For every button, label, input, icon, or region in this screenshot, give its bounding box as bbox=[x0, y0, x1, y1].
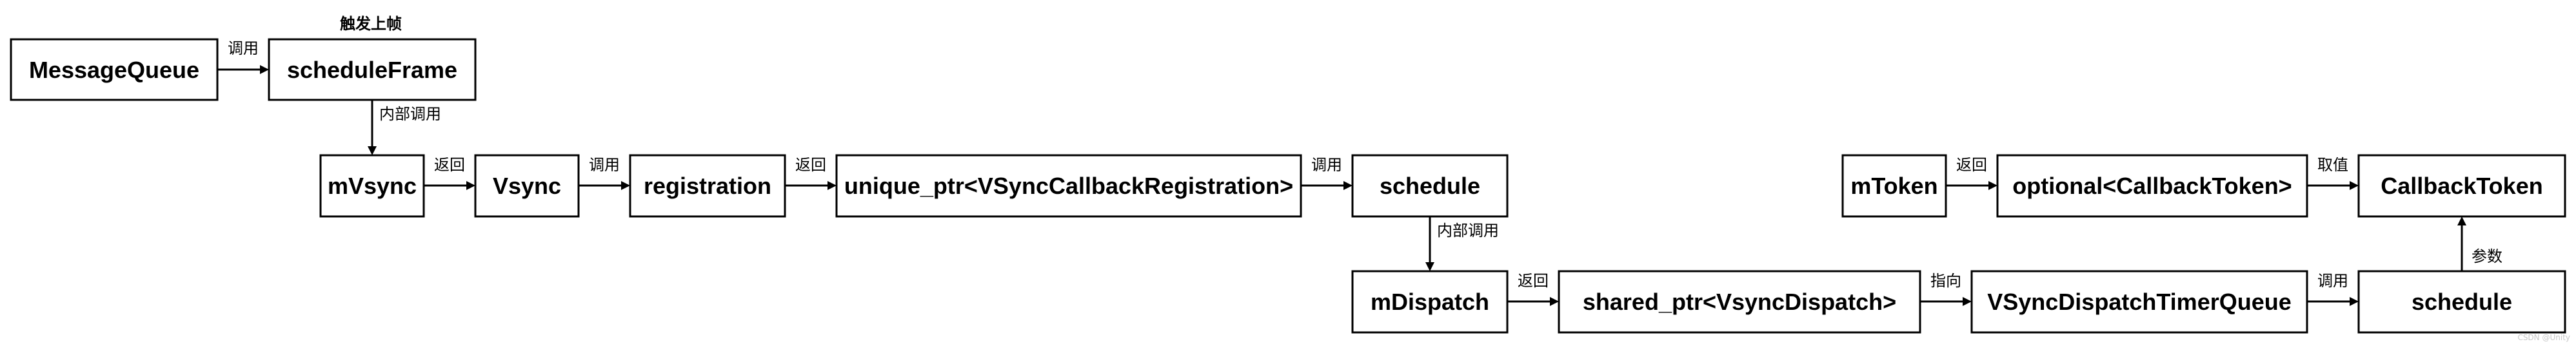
svg-text:Vsync: Vsync bbox=[493, 173, 561, 199]
edge-optional-callbacktoken bbox=[2307, 181, 2359, 190]
edge-uniqueptr-schedule bbox=[1301, 181, 1352, 190]
edge-label-points-to: 指向 bbox=[1930, 272, 1961, 290]
svg-text:scheduleFrame: scheduleFrame bbox=[287, 57, 457, 83]
edge-label-internal-call: 内部调用 bbox=[379, 105, 441, 123]
node-timer-queue: VSyncDispatchTimerQueue bbox=[1970, 270, 2308, 334]
svg-text:MessageQueue: MessageQueue bbox=[29, 57, 199, 83]
edge-mvsync-vsync bbox=[424, 181, 475, 190]
svg-text:shared_ptr<VsyncDispatch>: shared_ptr<VsyncDispatch> bbox=[1583, 289, 1896, 315]
node-schedule-bottom: schedule bbox=[2357, 270, 2566, 334]
edge-mdispatch-sharedptr bbox=[1507, 297, 1559, 306]
edge-schedule-callbacktoken bbox=[2457, 216, 2466, 271]
edge-label-call: 调用 bbox=[589, 156, 620, 174]
node-message-queue: MessageQueue bbox=[10, 38, 219, 101]
node-m-dispatch: mDispatch bbox=[1351, 270, 1509, 334]
svg-text:schedule: schedule bbox=[2412, 289, 2512, 315]
watermark: CSDN @Unity bbox=[2517, 333, 2570, 342]
node-callback-token: CallbackToken bbox=[2357, 154, 2566, 218]
node-optional-token: optional<CallbackToken> bbox=[1996, 154, 2308, 218]
edge-sharedptr-timerqueue bbox=[1920, 297, 1972, 306]
edge-mtoken-optional bbox=[1946, 181, 1997, 190]
edge-registration-uniqueptr bbox=[785, 181, 837, 190]
svg-text:schedule: schedule bbox=[1380, 173, 1480, 199]
node-schedule-frame: scheduleFrame bbox=[268, 38, 477, 101]
svg-text:VSyncDispatchTimerQueue: VSyncDispatchTimerQueue bbox=[1987, 289, 2292, 315]
edge-vsync-registration bbox=[579, 181, 630, 190]
edge-label-call: 调用 bbox=[2317, 272, 2348, 290]
node-vsync: Vsync bbox=[474, 154, 580, 218]
edge-label-param: 参数 bbox=[2472, 247, 2502, 265]
edge-schedule-mdispatch bbox=[1425, 216, 1434, 271]
edge-label-return: 返回 bbox=[1518, 272, 1549, 290]
svg-text:optional<CallbackToken>: optional<CallbackToken> bbox=[2012, 173, 2292, 199]
node-m-vsync: mVsync bbox=[319, 154, 425, 218]
svg-text:mToken: mToken bbox=[1850, 173, 1937, 199]
svg-text:mVsync: mVsync bbox=[328, 173, 417, 199]
node-registration: registration bbox=[629, 154, 786, 218]
edge-label-call: 调用 bbox=[228, 39, 259, 57]
svg-text:unique_ptr<VSyncCallbackRegist: unique_ptr<VSyncCallbackRegistration> bbox=[844, 173, 1293, 199]
edge-timerqueue-schedule bbox=[2307, 297, 2359, 306]
node-schedule-top: schedule bbox=[1351, 154, 1509, 218]
diagram-title: 触发上帧 bbox=[340, 15, 402, 33]
edge-label-return: 返回 bbox=[1956, 156, 1987, 174]
svg-text:mDispatch: mDispatch bbox=[1371, 289, 1489, 315]
edge-label-return: 返回 bbox=[795, 156, 826, 174]
svg-text:CallbackToken: CallbackToken bbox=[2381, 173, 2542, 199]
edge-messagequeue-scheduleframe bbox=[217, 65, 269, 74]
edge-label-call: 调用 bbox=[1311, 156, 1342, 174]
edge-label-internal-call: 内部调用 bbox=[1437, 222, 1499, 240]
node-unique-ptr: unique_ptr<VSyncCallbackRegistration> bbox=[835, 154, 1302, 218]
edge-label-return: 返回 bbox=[434, 156, 465, 174]
svg-text:registration: registration bbox=[644, 173, 771, 199]
edge-scheduleframe-mvsync bbox=[368, 100, 377, 155]
node-shared-ptr: shared_ptr<VsyncDispatch> bbox=[1558, 270, 1921, 334]
edge-label-take-value: 取值 bbox=[2317, 156, 2348, 174]
node-m-token: mToken bbox=[1841, 154, 1947, 218]
